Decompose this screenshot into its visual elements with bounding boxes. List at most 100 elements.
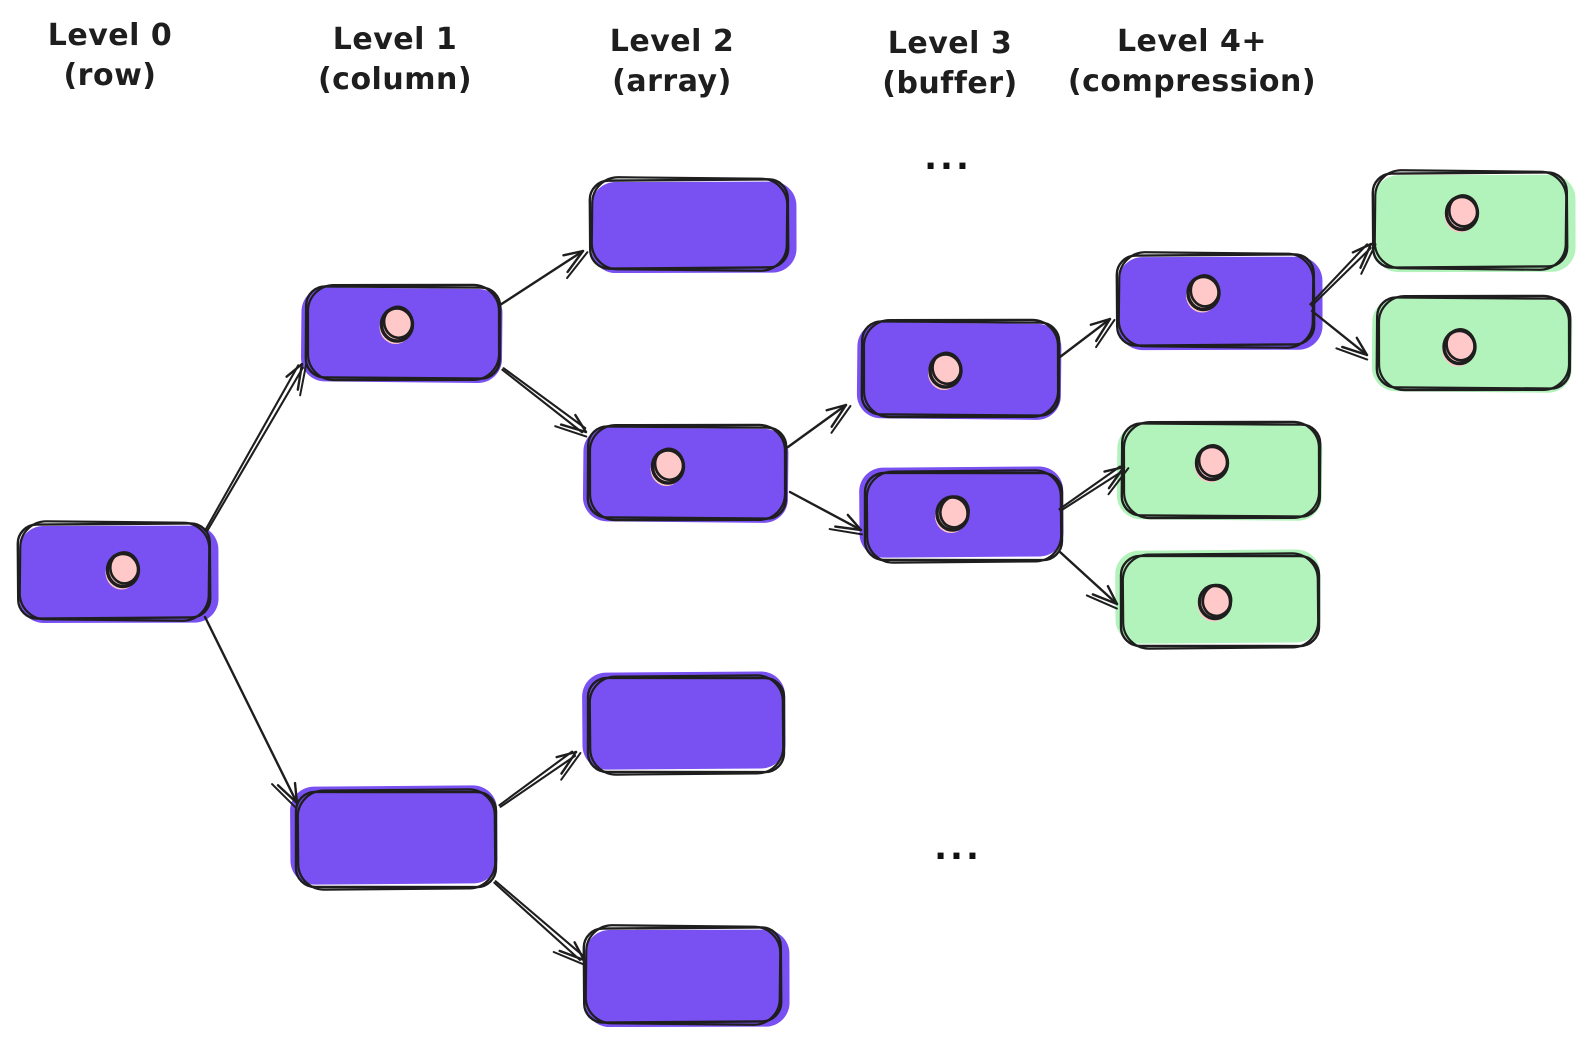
dot-icon bbox=[1445, 328, 1476, 362]
box-outline bbox=[588, 423, 787, 522]
node-col-bottom bbox=[290, 785, 498, 891]
edge-buf-bottom-to-comp-green-b bbox=[1058, 550, 1119, 610]
node-comp-green-b bbox=[1115, 549, 1321, 650]
arrow-stroke bbox=[1355, 336, 1369, 357]
arrow-stroke bbox=[1341, 345, 1369, 357]
arrow-stroke bbox=[501, 368, 584, 434]
edge-buf-top-to-comp-purple bbox=[1058, 317, 1116, 359]
arrow-stroke bbox=[573, 941, 586, 962]
edge-buf-bottom-to-comp-green-a bbox=[1058, 465, 1130, 512]
box-outline bbox=[18, 520, 211, 622]
arrow-stroke bbox=[493, 881, 582, 962]
box-outline bbox=[296, 788, 497, 891]
arrow-stroke bbox=[498, 251, 582, 307]
arrow-stroke bbox=[494, 880, 585, 958]
box-outline bbox=[1377, 294, 1571, 392]
node-comp-green-c bbox=[1371, 169, 1576, 273]
node-comp-green-d bbox=[1371, 294, 1573, 393]
arrow-stroke bbox=[1058, 319, 1109, 359]
arrow-stroke bbox=[1310, 309, 1366, 355]
dot-icon bbox=[1201, 583, 1233, 618]
arrow-stroke bbox=[1085, 594, 1118, 610]
arrow-stroke bbox=[566, 251, 589, 280]
arrow-stroke bbox=[1091, 593, 1119, 606]
edge-col-bottom-to-arr-bottom-2 bbox=[493, 880, 586, 966]
dot-icon bbox=[939, 495, 970, 529]
node-buf-top bbox=[856, 318, 1062, 420]
edge-col-top-to-arr-top bbox=[498, 249, 589, 307]
arrow-stroke bbox=[559, 423, 588, 434]
arrow-stroke bbox=[205, 366, 304, 533]
arrow-stroke bbox=[1095, 318, 1116, 349]
arrow-stroke bbox=[555, 750, 578, 759]
node-comp-purple bbox=[1115, 251, 1323, 351]
node-arr-mid bbox=[582, 423, 789, 523]
arrow-stroke bbox=[828, 528, 864, 536]
box-outline bbox=[1121, 552, 1320, 650]
arrow-stroke bbox=[203, 615, 297, 802]
dot-icon bbox=[382, 305, 414, 340]
arrow-stroke bbox=[1335, 347, 1369, 361]
box-outline bbox=[590, 176, 789, 272]
box-outline bbox=[862, 318, 1060, 419]
arrow-stroke bbox=[1103, 465, 1126, 473]
arrow-stroke bbox=[299, 362, 308, 397]
box-outline bbox=[1373, 169, 1568, 271]
node-row-root bbox=[16, 520, 219, 623]
edge-arr-mid-to-buf-top bbox=[786, 403, 852, 449]
arrow-stroke bbox=[830, 403, 848, 428]
arrow-stroke bbox=[502, 367, 587, 430]
arrow-stroke bbox=[554, 425, 588, 438]
arrow-stroke bbox=[1351, 242, 1373, 254]
arrow-stroke bbox=[276, 784, 299, 805]
edge-col-top-to-arr-mid bbox=[501, 367, 588, 438]
node-arr-bottom-2 bbox=[582, 924, 790, 1028]
node-arr-bottom-1 bbox=[582, 671, 786, 776]
arrow-stroke bbox=[296, 362, 304, 391]
arrow-stroke bbox=[834, 525, 863, 532]
arrow-stroke bbox=[1359, 242, 1373, 269]
dot-icon bbox=[653, 447, 685, 482]
arrow-stroke bbox=[1310, 246, 1372, 307]
arrow-stroke bbox=[1107, 467, 1130, 496]
box-fill bbox=[290, 785, 498, 885]
box-fill bbox=[582, 671, 786, 770]
arrow-stroke bbox=[271, 783, 297, 809]
node-buf-bottom bbox=[859, 466, 1064, 564]
edge-row-root-to-col-top bbox=[204, 362, 308, 533]
arrow-stroke bbox=[788, 490, 860, 530]
dot-icon bbox=[109, 551, 140, 585]
edge-col-bottom-to-arr-bottom-1 bbox=[498, 750, 582, 808]
arrow-stroke bbox=[498, 750, 574, 807]
arrow-stroke bbox=[574, 413, 588, 434]
arrow-stroke bbox=[1360, 243, 1377, 275]
box-outline bbox=[588, 674, 785, 776]
dot-icon bbox=[931, 351, 962, 386]
arrow-stroke bbox=[830, 404, 852, 434]
box-fill bbox=[1118, 256, 1323, 351]
arrow-stroke bbox=[560, 750, 578, 775]
edge-comp-purple-to-comp-green-d bbox=[1310, 309, 1369, 361]
dot-icon bbox=[1447, 194, 1479, 228]
box-outline bbox=[306, 283, 501, 382]
arrow-stroke bbox=[846, 513, 863, 532]
arrow-stroke bbox=[562, 249, 585, 257]
arrow-stroke bbox=[1309, 243, 1369, 306]
edge-arr-mid-to-buf-bottom bbox=[788, 490, 864, 536]
arrow-stroke bbox=[1058, 465, 1122, 511]
arrow-stroke bbox=[204, 364, 300, 532]
box-outline bbox=[865, 469, 1063, 564]
arrow-stroke bbox=[1106, 584, 1119, 606]
node-col-top bbox=[301, 283, 503, 383]
edge-row-root-to-col-bottom bbox=[203, 615, 299, 809]
box-fill bbox=[585, 929, 790, 1028]
arrow-stroke bbox=[566, 249, 585, 274]
edge-comp-purple-to-comp-green-c bbox=[1309, 242, 1377, 307]
dot-icon bbox=[1197, 444, 1229, 478]
arrow-stroke bbox=[560, 752, 582, 781]
arrow-stroke bbox=[1089, 317, 1112, 326]
box-fill bbox=[591, 181, 797, 274]
box-outline bbox=[584, 924, 782, 1026]
